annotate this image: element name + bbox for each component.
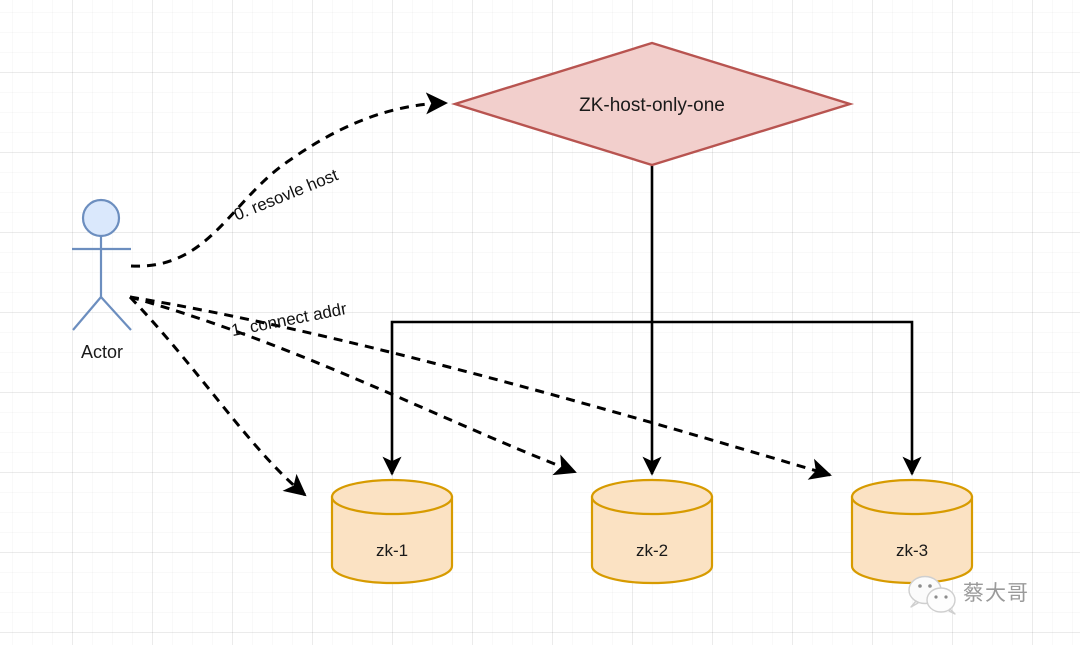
node-actor[interactable]: Actor	[72, 198, 132, 362]
svg-text:0. resovle host: 0. resovle host	[231, 165, 341, 224]
cylinder-top	[590, 478, 714, 516]
actor-leg-left	[72, 296, 102, 331]
node-zk-3[interactable]: zk-3	[850, 478, 974, 585]
diamond-label: ZK-host-only-one	[579, 95, 725, 116]
edge-resolve-host	[130, 92, 448, 268]
edge-host-to-zk1	[382, 320, 652, 476]
edge-label-resolve-host: 0. resovle host	[231, 165, 341, 224]
cylinder-label-zk-1: zk-1	[376, 541, 408, 560]
actor-leg-right	[100, 296, 132, 331]
cylinder-top	[330, 478, 454, 516]
cylinder-body	[330, 495, 454, 585]
diamond-shape	[450, 41, 855, 167]
node-zk-host-only-one[interactable]: ZK-host-only-one	[450, 41, 855, 167]
edge-host-to-zk3	[652, 320, 922, 476]
actor-head-icon	[81, 198, 121, 238]
watermark: 蔡大哥	[908, 575, 1029, 615]
edge-connect-addr	[128, 295, 832, 497]
actor-label: Actor	[81, 342, 123, 362]
wechat-icon	[908, 575, 956, 615]
cylinder-body	[590, 495, 714, 585]
node-zk-2[interactable]: zk-2	[590, 478, 714, 585]
cylinder-top	[850, 478, 974, 516]
cylinder-label-zk-2: zk-2	[636, 541, 668, 560]
edge-label-connect-addr: 1. connect addr	[230, 299, 349, 340]
svg-text:1. connect addr: 1. connect addr	[230, 299, 349, 340]
node-zk-1[interactable]: zk-1	[330, 478, 454, 585]
watermark-text: 蔡大哥	[963, 581, 1029, 605]
cylinder-label-zk-3: zk-3	[896, 541, 928, 560]
